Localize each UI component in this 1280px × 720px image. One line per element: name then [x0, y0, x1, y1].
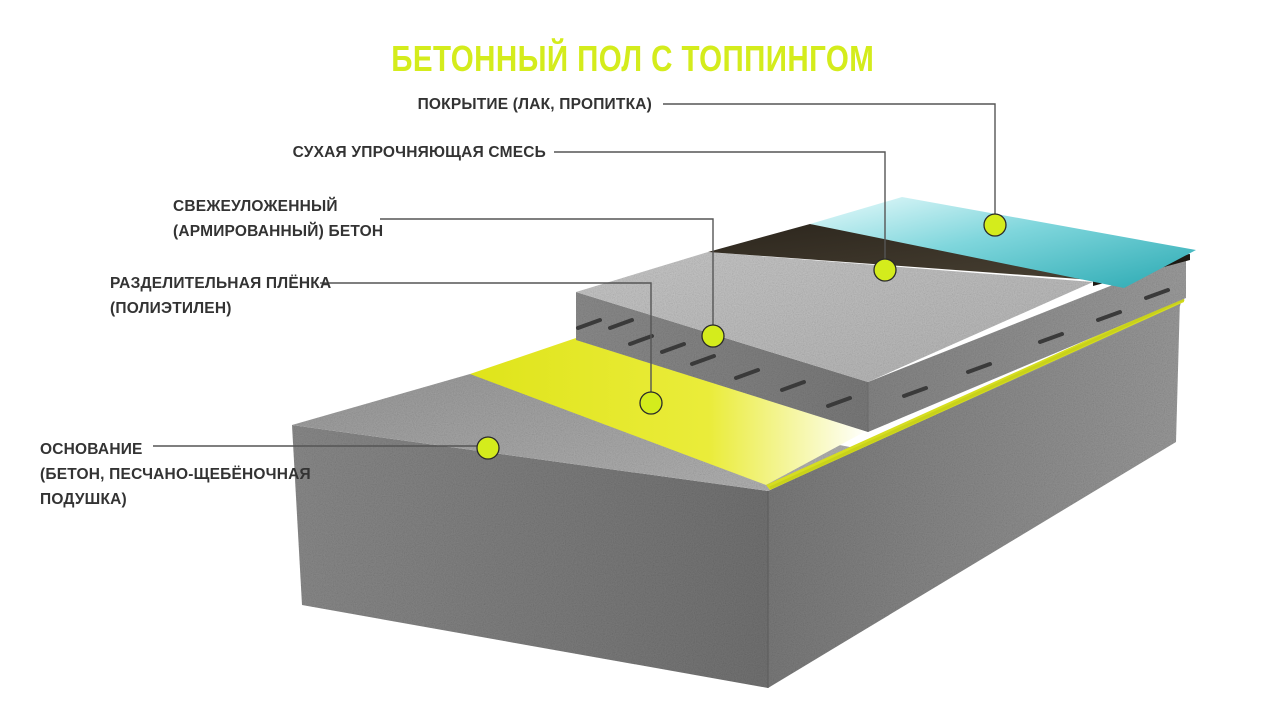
rebar-end — [628, 334, 654, 346]
film-edge-line — [769, 297, 1185, 490]
coating-layer — [810, 197, 1196, 288]
diagram-title: БЕТОННЫЙ ПОЛ С ТОППИНГОМ — [391, 38, 875, 79]
rebar-end — [966, 362, 992, 374]
rebar-end — [660, 342, 686, 354]
label-coating: ПОКРЫТИЕ (ЛАК, ПРОПИТКА) — [417, 96, 652, 113]
label-base: ОСНОВАНИЕ (БЕТОН, ПЕСЧАНО-ЩЕБЁНОЧНАЯ ПОД… — [40, 441, 311, 508]
marker-film — [639, 391, 663, 415]
leader-film — [320, 282, 652, 403]
label-film: РАЗДЕЛИТЕЛЬНАЯ ПЛЁНКА (ПОЛИЭТИЛЕН) — [110, 275, 332, 317]
markers — [476, 213, 1007, 460]
rebar-end — [690, 354, 716, 366]
label-hardener: СУХАЯ УПРОЧНЯЮЩАЯ СМЕСЬ — [292, 144, 546, 161]
marker-base — [476, 436, 500, 460]
film-top-face — [470, 338, 868, 485]
coating-top-face — [810, 197, 1196, 288]
rebar-end — [1038, 332, 1064, 344]
leader-hardener — [554, 151, 886, 270]
rebar-end — [780, 380, 806, 392]
concrete-front-face — [576, 292, 868, 432]
concrete-side-face — [868, 256, 1186, 432]
concrete-top-face — [576, 252, 1093, 382]
marker-hardener — [873, 258, 897, 282]
concrete-slab — [576, 252, 1186, 432]
marker-concrete — [701, 324, 725, 348]
leader-concrete — [380, 218, 714, 336]
marker-coating — [983, 213, 1007, 237]
rebar-end — [902, 386, 928, 398]
rebar-end — [576, 318, 602, 330]
leader-coating — [663, 103, 996, 225]
rebar-end — [608, 318, 634, 330]
rebar-ends — [576, 288, 1170, 408]
film-layer — [470, 296, 1185, 490]
rebar-end — [826, 396, 852, 408]
label-concrete: СВЕЖЕУЛОЖЕННЫЙ (АРМИРОВАННЫЙ) БЕТОН — [173, 198, 384, 240]
rebar-end — [734, 368, 760, 380]
rebar-end — [1144, 288, 1170, 300]
rebar-end — [1096, 310, 1122, 322]
base-side-face — [768, 298, 1180, 688]
base-front-face — [292, 425, 768, 688]
leader-lines — [153, 103, 996, 447]
